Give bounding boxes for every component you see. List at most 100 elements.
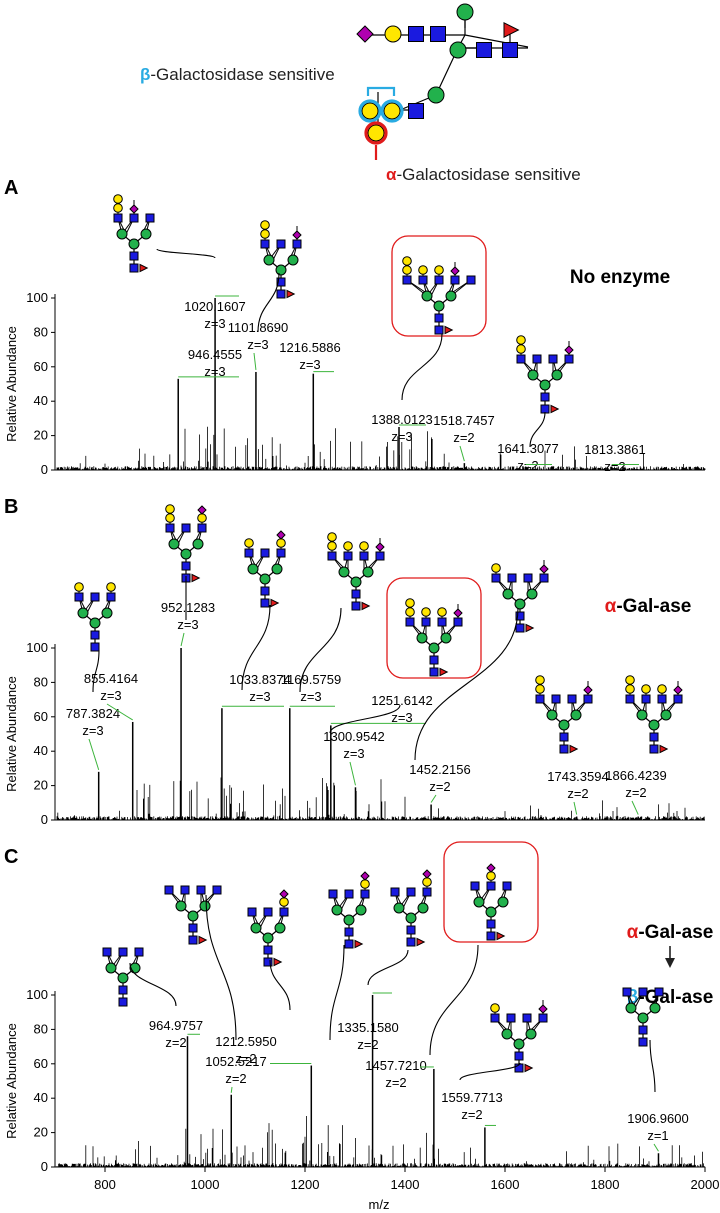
glycan-cartoon (260, 220, 302, 299)
glcnac-square-icon (188, 923, 198, 933)
glcnac-square-icon (540, 404, 550, 414)
peak-charge-label: z=2 (357, 1037, 378, 1052)
sialic-acid-diamond-icon (129, 204, 139, 214)
glcnac-square-icon (657, 694, 667, 704)
peak-connector (631, 800, 639, 815)
peak-mz-label: 1251.6142 (371, 693, 432, 708)
mannose-circle-icon (558, 719, 570, 731)
y-tick-label: 0 (41, 1159, 48, 1174)
glcnac-square-icon (90, 642, 100, 652)
fucose-triangle-icon (550, 404, 560, 414)
mannose-circle-icon (192, 538, 204, 550)
peak-connector (573, 801, 578, 815)
mannose-circle-icon (89, 617, 101, 629)
mannose-circle-icon (416, 632, 428, 644)
glcnac-square-icon (145, 213, 155, 223)
glcnac-square-icon (486, 931, 496, 941)
y-tick-label: 0 (41, 462, 48, 477)
galactose-circle-icon (491, 563, 501, 573)
sialic-acid-diamond-icon (356, 25, 374, 43)
sialic-acid-diamond-icon (279, 889, 289, 899)
glycan-connector (156, 248, 216, 259)
glcnac-square-icon (559, 732, 569, 742)
galactose-circle-icon (367, 124, 385, 142)
fucose-triangle-icon (354, 939, 364, 949)
peak-charge-label: z=3 (391, 429, 412, 444)
galactose-circle-icon (405, 607, 415, 617)
glcnac-square-icon (102, 947, 112, 957)
glcnac-square-icon (390, 887, 400, 897)
glcnac-square-icon (408, 26, 424, 42)
galactose-circle-icon (361, 102, 379, 120)
panel-b: B α-Gal-ase (4, 496, 691, 617)
sialic-acid-diamond-icon (292, 230, 302, 240)
peak-mz-label: 1212.5950 (215, 1034, 276, 1049)
glcnac-square-icon (343, 551, 353, 561)
glcnac-square-icon (430, 26, 446, 42)
glycan-connector (299, 607, 342, 693)
mannose-circle-icon (485, 906, 497, 918)
glcnac-square-icon (638, 1037, 648, 1047)
glcnac-square-icon (196, 885, 206, 895)
glcnac-square-icon (279, 907, 289, 917)
galactose-circle-icon (360, 879, 370, 889)
mannose-circle-icon (513, 1038, 525, 1050)
y-tick-label: 80 (34, 324, 48, 339)
galactose-circle-icon (657, 684, 667, 694)
peak-charge-label: z=3 (82, 723, 103, 738)
y-tick-label: 80 (34, 1021, 48, 1036)
mannose-circle-icon (497, 896, 509, 908)
mannose-circle-icon (77, 607, 89, 619)
peak-mz-label: 1866.4239 (605, 768, 666, 783)
mannose-circle-icon (393, 902, 405, 914)
mannose-circle-icon (101, 607, 113, 619)
mannose-circle-icon (660, 709, 672, 721)
highlight-box (443, 841, 539, 943)
mannose-circle-icon (331, 904, 343, 916)
x-tick-label: 1600 (491, 1177, 520, 1192)
beta-symbol: β (140, 65, 150, 84)
sialic-acid-diamond-icon (564, 345, 574, 355)
peak-mz-label: 1335.1580 (337, 1020, 398, 1035)
alpha-symbol: α (386, 165, 397, 184)
glycan-connector (241, 604, 271, 691)
glcnac-square-icon (673, 694, 683, 704)
glcnac-square-icon (351, 589, 361, 599)
glcnac-square-icon (402, 275, 412, 285)
peak-mz-label: 1452.2156 (409, 762, 470, 777)
glycan-cartoon (390, 869, 432, 947)
galactose-circle-icon (625, 675, 635, 685)
peak-charge-label: z=2 (385, 1075, 406, 1090)
mannose-circle-icon (539, 379, 551, 391)
panel-c-beta-symbol: β (627, 987, 639, 1008)
glcnac-square-icon (276, 277, 286, 287)
mannose-circle-icon (355, 904, 367, 916)
sialic-acid-diamond-icon (375, 542, 385, 552)
mannose-circle-icon (259, 573, 271, 585)
glcnac-square-icon (486, 881, 496, 891)
glcnac-square-icon (450, 275, 460, 285)
peak-mz-label: 952.1283 (161, 600, 215, 615)
beta-label-rest: -Galactosidase sensitive (150, 65, 334, 84)
peak-mz-label: 1518.7457 (433, 413, 494, 428)
peak-connector (430, 794, 437, 803)
peak-charge-label: z=3 (391, 710, 412, 725)
peak-mz-label: 1743.3594 (547, 769, 608, 784)
glycan-cartoon (164, 885, 222, 945)
glycan-connector (269, 959, 291, 1011)
glycan-cartoon (327, 532, 385, 611)
galactose-circle-icon (434, 265, 444, 275)
glcnac-square-icon (434, 325, 444, 335)
beta-galactosidase-label: β-Galactosidase sensitive (140, 65, 335, 84)
glcnac-square-icon (491, 573, 501, 583)
peak-charge-label: z=3 (100, 688, 121, 703)
glcnac-square-icon (188, 935, 198, 945)
galactose-circle-icon (74, 582, 84, 592)
y-tick-label: 60 (34, 1056, 48, 1071)
glycan-connector (367, 949, 409, 986)
mannose-circle-icon (440, 632, 452, 644)
peak-charge-label: z=1 (647, 1128, 668, 1143)
glcnac-square-icon (263, 907, 273, 917)
galactose-circle-icon (327, 541, 337, 551)
